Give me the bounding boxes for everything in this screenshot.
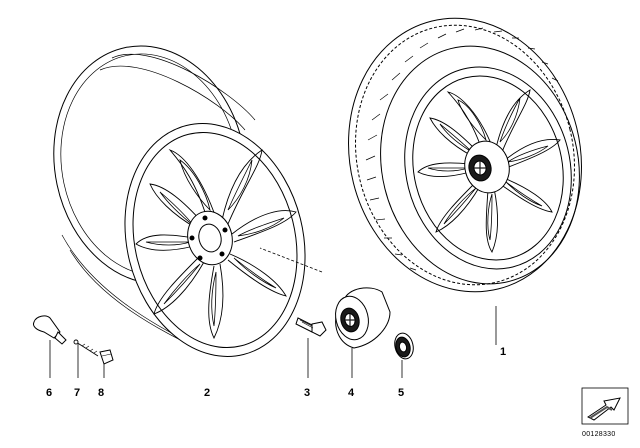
complete-wheel-with-tire[interactable]: [320, 0, 610, 317]
valve-cap[interactable]: [99, 349, 114, 365]
rim-face-inner-2: [132, 131, 298, 349]
tire-valve[interactable]: [33, 315, 67, 345]
view-direction-icon: [581, 387, 629, 425]
hub-cap[interactable]: [331, 287, 391, 349]
light-alloy-rim[interactable]: [32, 28, 329, 376]
tire-tread-pattern: [365, 27, 559, 271]
tire-sidewall: [380, 45, 580, 285]
rim-spokes-2: [135, 149, 297, 340]
valve-core[interactable]: [73, 339, 99, 357]
callout-3: 3: [304, 387, 310, 399]
callout-5: 5: [398, 387, 404, 399]
rim-face-inner: [412, 75, 564, 261]
callout-2: 2: [204, 387, 210, 399]
callout-8: 8: [98, 387, 104, 399]
callout-1: 1: [500, 346, 506, 358]
callout-6: 6: [46, 387, 52, 399]
rim-hub: [187, 210, 233, 266]
rim-spokes: [417, 89, 561, 253]
tire-tread-band: [355, 24, 575, 286]
rim-windows-2: [145, 159, 285, 327]
document-number: 00128330: [582, 431, 616, 438]
emblem-badge[interactable]: [392, 331, 416, 361]
bolt-holes: [189, 215, 228, 261]
leader-lines: [49, 247, 497, 378]
callout-7: 7: [74, 387, 80, 399]
rim-barrel-lines: [61, 53, 256, 351]
callout-4: 4: [348, 387, 355, 399]
wheel-bolt[interactable]: [295, 317, 327, 337]
